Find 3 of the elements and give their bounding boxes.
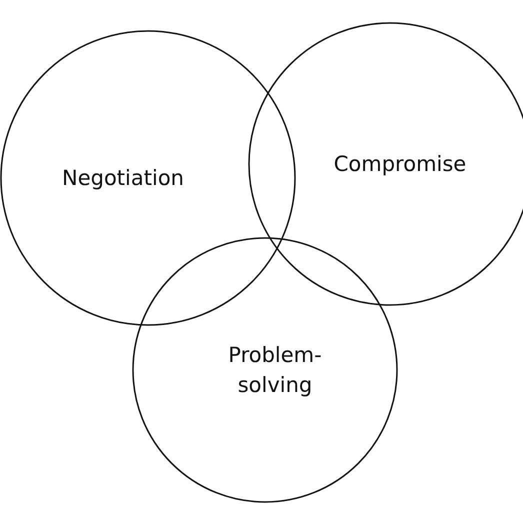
- circle-label: Negotiation: [61, 165, 185, 192]
- circle-label: Problem-solving: [227, 342, 323, 399]
- circle-label: Compromise: [332, 151, 468, 178]
